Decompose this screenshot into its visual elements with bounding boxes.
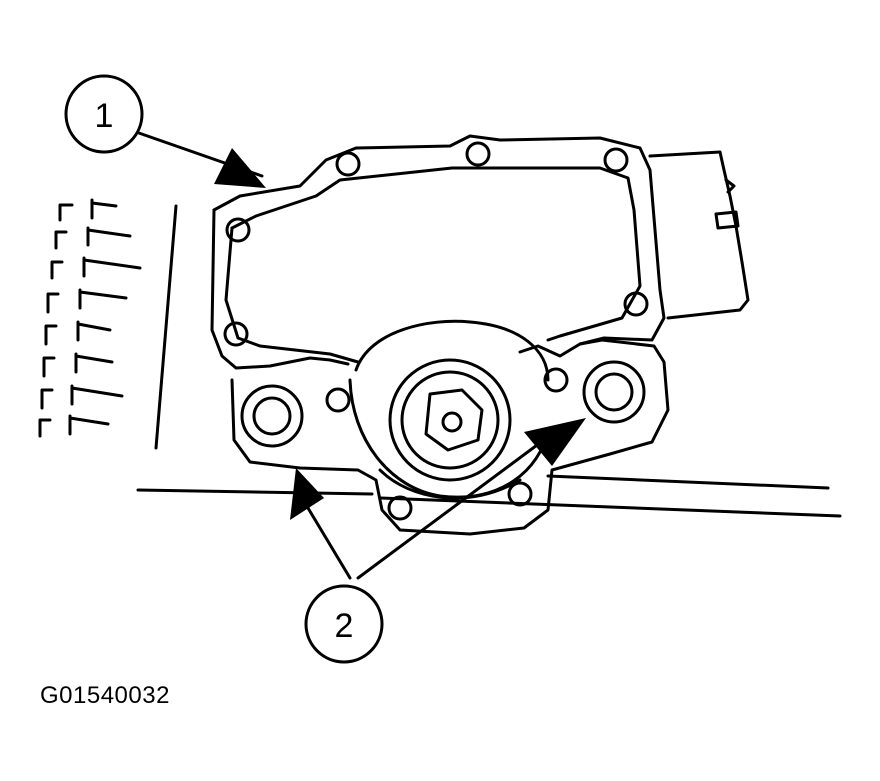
- callout-1-label: 1: [95, 97, 114, 135]
- cover-plate: [230, 338, 670, 536]
- scale-marks: [38, 198, 178, 450]
- callout-2-label: 2: [335, 607, 354, 645]
- callout-2: 2: [304, 584, 384, 664]
- callout-1-leader: [134, 130, 266, 188]
- reference-lines: [136, 474, 842, 518]
- figure-code: G01540032: [40, 682, 170, 709]
- switch-body: [210, 134, 666, 370]
- mounting-bosses: [240, 360, 646, 448]
- bolt-holes: [223, 141, 649, 521]
- connector-housing: [648, 150, 750, 320]
- shaft-housing: [348, 319, 550, 500]
- callout-1: 1: [64, 74, 144, 154]
- callout-2-leader: [290, 418, 586, 580]
